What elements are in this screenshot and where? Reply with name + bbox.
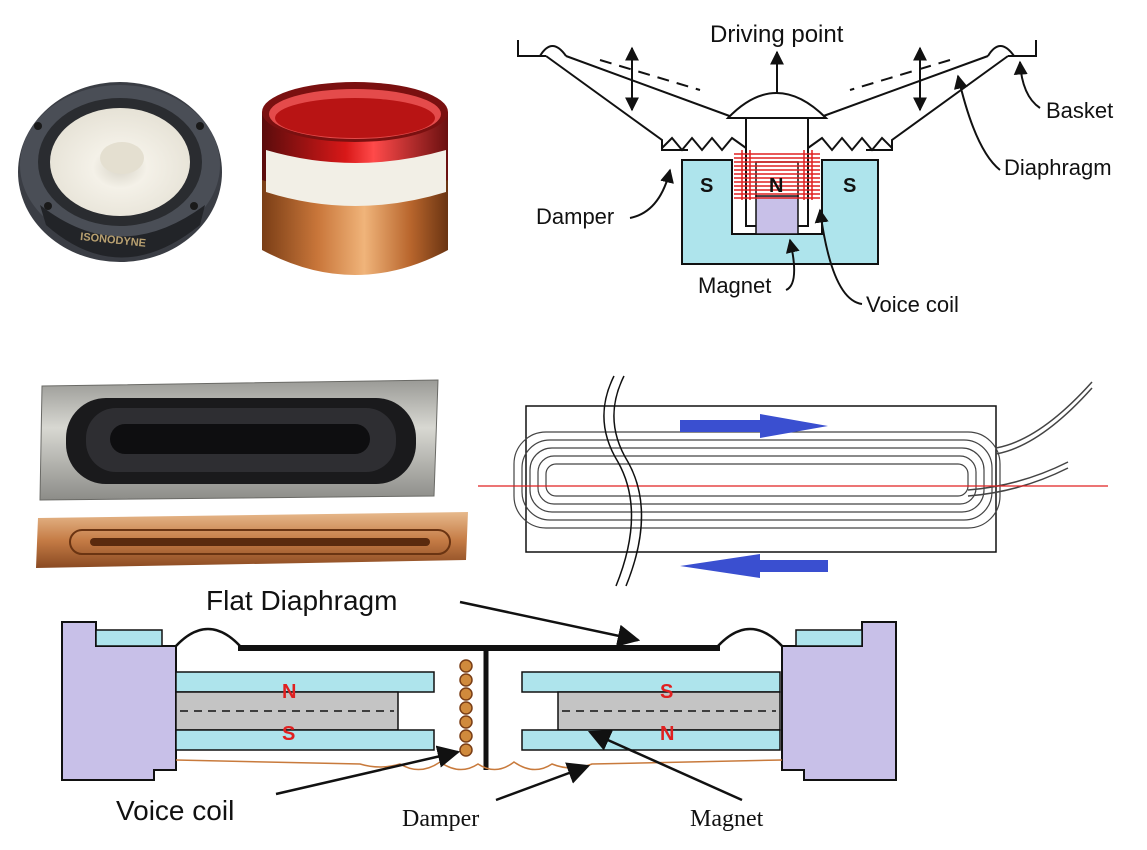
- cone-motion-dash-left: [599, 59, 701, 91]
- leader-magnet: [785, 238, 800, 291]
- leader-flat-diaphragm: [459, 600, 641, 647]
- round-speaker-photo: ISONODYNE: [18, 82, 222, 262]
- leader-damper-bottom: [495, 762, 591, 802]
- label-magnet-bottom: Magnet: [690, 806, 764, 832]
- leader-damper: [629, 168, 674, 219]
- leader-diaphragm: [954, 74, 1001, 171]
- break-line: [603, 375, 633, 587]
- flat-speaker-cross-section: N S S N Flat Diaphragm Voice coil Damper…: [61, 585, 897, 832]
- cone-motion-dash-right: [849, 59, 951, 91]
- center-magnet: [755, 195, 799, 235]
- leader-voice-coil: [814, 208, 863, 305]
- label-damper: Damper: [536, 204, 614, 229]
- pole-label-center: N: [769, 175, 783, 197]
- leader-magnet-bottom: [587, 730, 743, 802]
- dust-cap: [725, 92, 829, 119]
- left-pole-top: N: [282, 681, 296, 703]
- label-damper-bottom: Damper: [402, 806, 479, 832]
- right-pole-bottom: N: [660, 723, 674, 745]
- magnet-structure: [681, 159, 879, 265]
- right-pole-top: S: [660, 681, 673, 703]
- voice-coil-photo: [262, 82, 448, 275]
- damper-wave: [175, 759, 783, 771]
- label-magnet: Magnet: [698, 273, 771, 298]
- label-voice-coil-bottom: Voice coil: [116, 795, 234, 826]
- leader-voice-coil-bottom: [275, 745, 461, 796]
- current-arrow-right: [680, 414, 828, 438]
- damper-left-zigzag: [661, 136, 747, 152]
- pole-label-right: S: [843, 175, 856, 197]
- damper-right-zigzag: [807, 136, 893, 152]
- label-driving-point: Driving point: [710, 21, 844, 48]
- leader-basket: [1013, 60, 1041, 109]
- flat-speaker-photo: [36, 379, 468, 568]
- left-pole-bottom: S: [282, 723, 295, 745]
- label-voice-coil: Voice coil: [866, 292, 959, 317]
- current-arrow-left: [680, 554, 828, 578]
- flat-coil-diagram: [478, 375, 1108, 587]
- label-diaphragm: Diaphragm: [1004, 155, 1112, 180]
- voice-coil-windings-bottom: [459, 659, 473, 757]
- cone-speaker-diagram: S N S Driving point Basket Diaphragm Dam…: [517, 21, 1113, 317]
- label-basket: Basket: [1046, 98, 1113, 123]
- label-flat-diaphragm: Flat Diaphragm: [206, 585, 397, 616]
- pole-label-left: S: [700, 175, 713, 197]
- voice-coil-windings: [734, 150, 820, 200]
